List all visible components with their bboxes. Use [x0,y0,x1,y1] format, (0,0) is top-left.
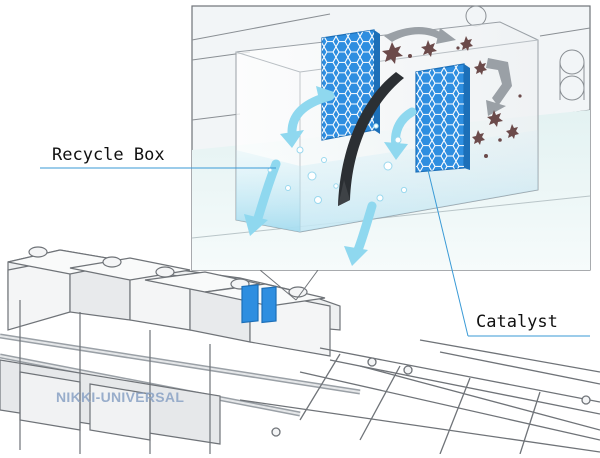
leader-lines [40,167,590,337]
conveyor [239,339,600,455]
catalyst-panel-left [321,29,380,141]
zoom-panel [191,5,591,301]
machine-base [0,246,361,454]
watermark-text: NIKKI-UNIVERSAL [56,389,185,405]
catalyst-panel-right [415,63,470,173]
particle-star-icon [382,36,522,158]
gray-arrow-icon [384,27,512,116]
recycle-box-label: Recycle Box [52,145,165,165]
catalyst-label: Catalyst [476,312,558,332]
bubble-icon [267,123,408,204]
flow-arrow-heads [244,86,408,266]
